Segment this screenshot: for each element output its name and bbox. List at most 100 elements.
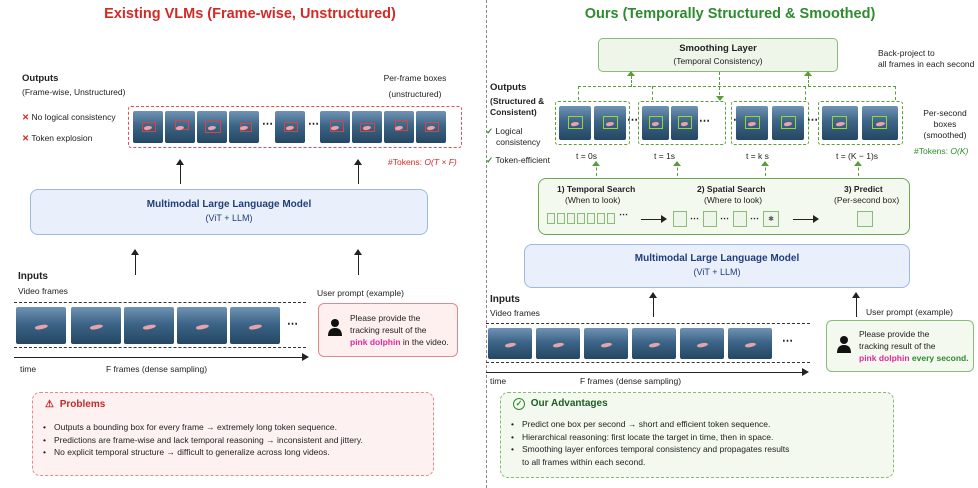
no-logic-label: No logical consistency	[31, 112, 116, 122]
right-prompt-box: Please provide the tracking result of th…	[826, 320, 974, 372]
smooth-bracket-mid2	[805, 86, 806, 100]
dolphin-frame-image	[772, 106, 804, 140]
dolphin-frame-image	[320, 111, 350, 143]
left-mllm-sub: (ViT + LLM)	[205, 213, 253, 223]
reasoning-steps-box: 1) Temporal Search (When to look) ⋯ 2) S…	[538, 178, 910, 235]
problems-title: Problems	[59, 399, 106, 410]
right-prompt-title: User prompt (example)	[866, 307, 953, 317]
dolphin-frame-image	[488, 328, 532, 359]
arrow-up	[649, 292, 657, 317]
per-second-line2: (smoothed)	[923, 130, 967, 140]
right-input-strip: ⋯	[486, 323, 810, 363]
spatial-search-strip: ⋯ ⋯ ⋯ ✱	[673, 210, 783, 228]
backproject-line2: all frames in each second	[878, 59, 975, 69]
center-divider	[486, 0, 487, 488]
right-prompt-line1: Please provide the	[859, 329, 930, 339]
left-prompt-box: Please provide the tracking result of th…	[318, 303, 458, 357]
left-time-label: time	[20, 364, 37, 374]
step2-title: 2) Spatial Search	[697, 184, 766, 194]
step2-sub: (Where to look)	[704, 195, 763, 205]
right-video-frames: Video frames	[490, 308, 540, 318]
left-tokens-formula: O(T × F)	[424, 157, 457, 167]
advantage-item: Smoothing layer enforces temporal consis…	[511, 443, 789, 456]
t-label: t = 1s	[654, 151, 676, 161]
dolphin-frame-image	[177, 307, 227, 344]
time-axis-arrowhead	[802, 368, 809, 376]
t-label: t = k s	[746, 151, 769, 161]
arrow-up-dashed	[627, 71, 636, 87]
smoothing-sub: (Temporal Consistency)	[673, 56, 763, 66]
dolphin-frame-image	[680, 328, 724, 359]
logical-line2: consistency	[496, 137, 541, 147]
right-mllm-sub: (ViT + LLM)	[693, 267, 741, 277]
dolphin-frame-image	[736, 106, 768, 140]
output-group: ⋯	[638, 101, 726, 145]
no-logic-item: ✕ No logical consistency	[22, 112, 116, 123]
problems-list: Outputs a bounding box for every frame →…	[43, 421, 363, 459]
t-label: t = (K − 1)s	[836, 151, 879, 161]
step1-title: 1) Temporal Search	[557, 184, 636, 194]
arrow-up	[176, 159, 184, 184]
left-inputs-title: Inputs	[18, 271, 48, 282]
right-prompt-line2: tracking result of the	[859, 341, 936, 351]
problem-item: Predictions are frame-wise and lack temp…	[43, 434, 363, 447]
token-efficient-label: Token-efficient	[495, 155, 550, 165]
arrow-up-dashed	[673, 161, 682, 176]
right-f-frames: F frames (dense sampling)	[580, 376, 682, 386]
dolphin-frame-image	[229, 111, 259, 143]
arrow-up	[354, 249, 362, 275]
right-title: Ours (Temporally Structured & Smoothed)	[584, 6, 876, 22]
advantage-item: Hierarchical reasoning: first locate the…	[511, 431, 789, 444]
right-mllm-name: Multimodal Large Language Model	[634, 253, 800, 264]
advantage-item-continued: to all frames within each second.	[522, 456, 646, 467]
token-explosion-label: Token explosion	[31, 133, 93, 143]
per-frame-line1: Per-frame boxes	[383, 73, 447, 83]
output-group	[555, 101, 630, 145]
dolphin-frame-image	[416, 111, 446, 143]
step-arrow-head	[661, 215, 667, 223]
arrow-up	[354, 159, 362, 184]
left-prompt-title: User prompt (example)	[317, 288, 404, 298]
problem-item: Outputs a bounding box for every frame →…	[43, 421, 363, 434]
left-tokens: #Tokens: O(T × F)	[388, 157, 457, 168]
arrow-up-dashed	[761, 161, 770, 176]
check-icon: ✓	[486, 155, 494, 165]
dolphin-frame-image	[728, 328, 772, 359]
dolphin-frame-image	[862, 106, 898, 140]
dolphin-frame-image	[594, 106, 626, 140]
right-inputs-title: Inputs	[490, 294, 520, 305]
right-time-label: time	[490, 376, 507, 386]
per-frame-line2: (unstructured)	[388, 89, 442, 99]
temporal-search-strip: ⋯	[547, 209, 628, 225]
arrow-up-dashed	[854, 161, 863, 176]
dolphin-frame-image	[822, 106, 858, 140]
step-arrow	[641, 219, 663, 220]
advantages-box: ✓ Our Advantages Predict one box per sec…	[500, 392, 894, 478]
left-tokens-label: #Tokens:	[388, 157, 425, 167]
step3-title: 3) Predict	[844, 184, 883, 194]
user-icon	[837, 336, 851, 353]
problems-box: ⚠ Problems Outputs a bounding box for ev…	[32, 392, 434, 476]
dolphin-frame-image	[671, 106, 698, 140]
x-mark-icon: ✕	[22, 133, 30, 143]
arrow-up	[131, 249, 139, 275]
dolphin-frame-image	[632, 328, 676, 359]
dolphin-frame-image	[165, 111, 195, 143]
left-f-frames: F frames (dense sampling)	[106, 364, 208, 374]
user-icon	[328, 319, 342, 336]
left-input-strip: ⋯	[14, 302, 306, 348]
smooth-bracket	[578, 86, 896, 100]
dolphin-frame-image	[352, 111, 382, 143]
x-mark-icon: ✕	[22, 112, 30, 122]
step3-sub: (Per-second box)	[834, 195, 900, 205]
token-efficient-item: ✓ Token-efficient	[486, 155, 550, 166]
right-outputs-sub2: Consistent)	[490, 107, 537, 117]
per-second-line1: Per-second boxes	[923, 108, 967, 129]
dolphin-frame-image	[230, 307, 280, 344]
smoothing-title: Smoothing Layer	[679, 43, 757, 54]
right-output-groups: ⋯ ⋯ ⋯ ⋯	[555, 101, 903, 145]
dolphin-frame-image	[642, 106, 669, 140]
left-prompt-line1: Please provide the	[350, 313, 421, 323]
left-prompt-line2: tracking result of the	[350, 325, 427, 335]
dolphin-frame-image	[197, 111, 227, 143]
